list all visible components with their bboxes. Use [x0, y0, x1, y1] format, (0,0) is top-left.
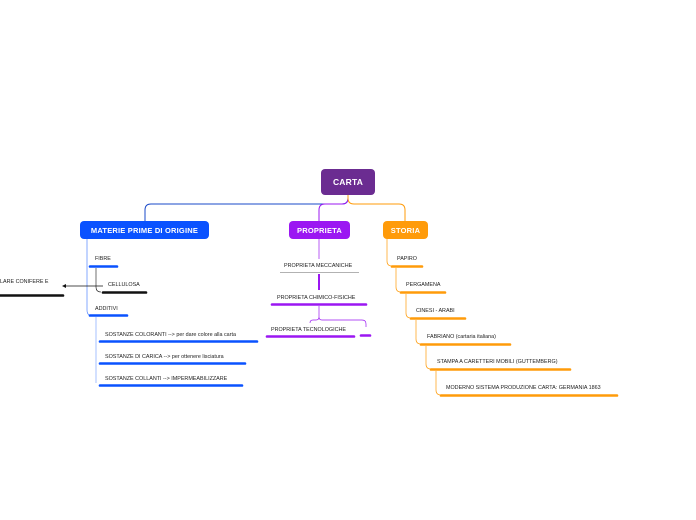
- node-cinesi-arabi[interactable]: CINESI - ARABI: [416, 308, 455, 314]
- connector-chimico-tecnologiche: [309, 306, 367, 327]
- connector-root-storia: [347, 195, 406, 222]
- connector-stampa-moderno: [435, 371, 442, 396]
- connector-materie-children: [86, 238, 94, 317]
- node-proprieta-chimico-fisiche[interactable]: PROPRIETA CHIMICO-FISICHE: [277, 295, 356, 301]
- root-node-carta[interactable]: CARTA: [321, 169, 375, 195]
- node-papiro[interactable]: PAPIRO: [397, 256, 417, 262]
- connector-fabriano-stampa: [425, 346, 432, 370]
- node-conifere[interactable]: LARE CONIFERE E: [0, 279, 49, 285]
- connector-root-proprieta: [318, 195, 349, 222]
- node-cellulosa[interactable]: CELLULOSA: [108, 282, 140, 288]
- connector-storia-papiro: [386, 238, 393, 267]
- connector-pergamena-cinesi: [405, 294, 412, 319]
- branch-proprieta[interactable]: PROPRIETA: [289, 221, 350, 239]
- node-proprieta-meccaniche[interactable]: PROPRIETA MECCANICHE: [284, 263, 353, 269]
- node-fibre[interactable]: FIBRE: [95, 256, 111, 262]
- node-fabriano[interactable]: FABRIANO (cartaria italiana): [427, 334, 496, 340]
- node-proprieta-tecnologiche[interactable]: PROPRIETA TECNOLOGICHE: [271, 327, 346, 333]
- connector-fibre-cellulosa: [95, 268, 102, 293]
- node-additivi[interactable]: ADDITIVI: [95, 306, 118, 312]
- node-sostanze-collanti[interactable]: SOSTANZE COLLANTI --> IMPERMEABILIZZARE: [105, 376, 228, 382]
- connector-cinesi-fabriano: [415, 320, 422, 345]
- branch-storia[interactable]: STORIA: [383, 221, 428, 239]
- cellulosa-child-arrowhead: [62, 284, 66, 288]
- node-sostanze-coloranti[interactable]: SOSTANZE COLORANTI --> per dare colore a…: [105, 332, 236, 338]
- node-pergamena[interactable]: PERGAMENA: [406, 282, 441, 288]
- connector-root-materie: [144, 195, 349, 222]
- node-stampa[interactable]: STAMPA A CARETTERI MOBILI (GUTTEMBERG): [437, 359, 558, 365]
- node-moderno-sistema[interactable]: MODERNO SISTEMA PRODUZIONE CARTA: GERMAN…: [446, 385, 601, 391]
- branch-materie-prime[interactable]: MATERIE PRIME DI ORIGINE: [80, 221, 209, 239]
- node-sostanze-carica[interactable]: SOSTANZE DI CARICA --> per ottenere lisc…: [105, 354, 224, 360]
- connector-papiro-pergamena: [395, 268, 402, 293]
